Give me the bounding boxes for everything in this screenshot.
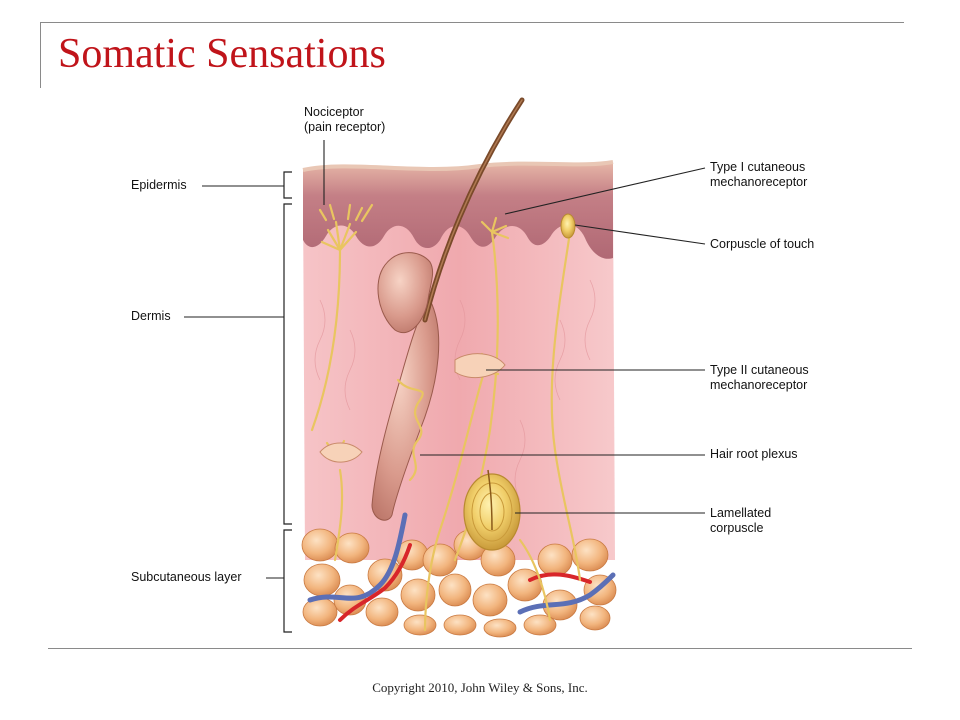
bracket-subcutaneous [283, 529, 292, 633]
label-epidermis: Epidermis [131, 178, 187, 192]
label-type1-line1: Type I cutaneous [710, 160, 806, 174]
label-dermis: Dermis [131, 309, 171, 323]
vein-right [517, 572, 616, 615]
label-type1-line2: mechanoreceptor [710, 175, 808, 189]
label-type2-line2: mechanoreceptor [710, 378, 808, 392]
bracket-epidermis [283, 171, 292, 199]
vein-left [307, 512, 408, 603]
lamellated-corpuscle [463, 469, 521, 551]
label-nociceptor-line1: Nociceptor [304, 105, 364, 119]
bracket-dermis [283, 203, 292, 525]
epidermis-surface [302, 160, 614, 172]
pain-ending-lower [319, 442, 363, 463]
epidermis-region [303, 162, 613, 259]
slide-title: Somatic Sensations [58, 31, 386, 77]
blood-vessels [307, 512, 616, 622]
frame-bottom-line [48, 648, 912, 649]
frame-left-line [40, 22, 41, 88]
frame-top-line [40, 22, 904, 23]
label-lamellated-line2: corpuscle [710, 521, 764, 535]
corpuscle-of-touch [560, 213, 576, 239]
type2-ending [454, 353, 506, 379]
label-subcutaneous-layer: Subcutaneous layer [131, 570, 242, 584]
label-lamellated-line1: Lamellated [710, 506, 772, 520]
artery-right [528, 572, 592, 584]
label-nociceptor-line2: (pain receptor) [304, 120, 386, 134]
label-type2-line1: Type II cutaneous [710, 363, 809, 377]
leader-corpuscle-touch [574, 224, 706, 245]
layer-brackets [283, 171, 292, 633]
leader-type1 [504, 167, 706, 215]
sebaceous-gland [377, 252, 434, 333]
nerve-fibers [310, 203, 582, 632]
artery-left [338, 543, 412, 622]
fat-globules [301, 528, 617, 638]
label-type2-mechanoreceptor: Type II cutaneous mechanoreceptor [710, 363, 809, 393]
copyright-footer: Copyright 2010, John Wiley & Sons, Inc. [372, 680, 588, 695]
leader-lines [184, 140, 706, 579]
hair-follicle [371, 299, 440, 521]
label-type1-mechanoreceptor: Type I cutaneous mechanoreceptor [710, 160, 807, 190]
label-nociceptor: Nociceptor (pain receptor) [304, 105, 385, 135]
label-corpuscle-of-touch: Corpuscle of touch [710, 237, 815, 251]
label-lamellated-corpuscle: Lamellated corpuscle [710, 506, 771, 536]
label-hair-root-plexus: Hair root plexus [710, 447, 798, 461]
nerve-endings [319, 353, 506, 463]
